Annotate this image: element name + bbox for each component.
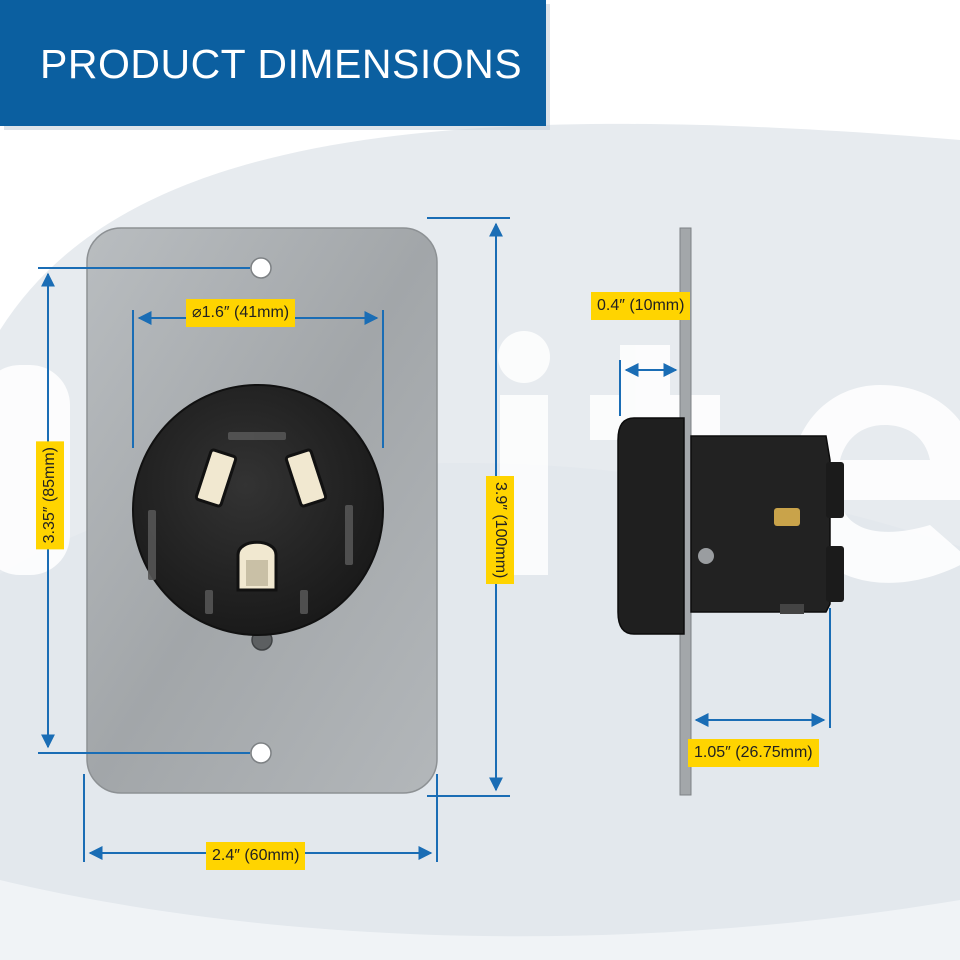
height-label: 3.9″ (100mm) [486, 476, 514, 585]
hole-spacing-label: 3.35″ (85mm) [36, 441, 64, 550]
face-depth-label: 0.4″ (10mm) [591, 292, 691, 320]
width-label: 2.4″ (60mm) [206, 842, 306, 870]
header-banner: PRODUCT DIMENSIONS [0, 0, 546, 126]
right-slot [284, 448, 328, 508]
left-slot [194, 448, 238, 508]
receptacle-side-view [617, 227, 844, 796]
bottom-screw-hole [250, 742, 272, 764]
side-screw [698, 548, 714, 564]
terminal-screw [774, 508, 800, 526]
page-title: PRODUCT DIMENSIONS [40, 41, 523, 87]
receptacle-front [132, 384, 384, 636]
diameter-label: ⌀1.6″ (41mm) [186, 299, 296, 327]
body-depth-label: 1.05″ (26.75mm) [688, 739, 819, 767]
top-screw-hole [250, 257, 272, 279]
